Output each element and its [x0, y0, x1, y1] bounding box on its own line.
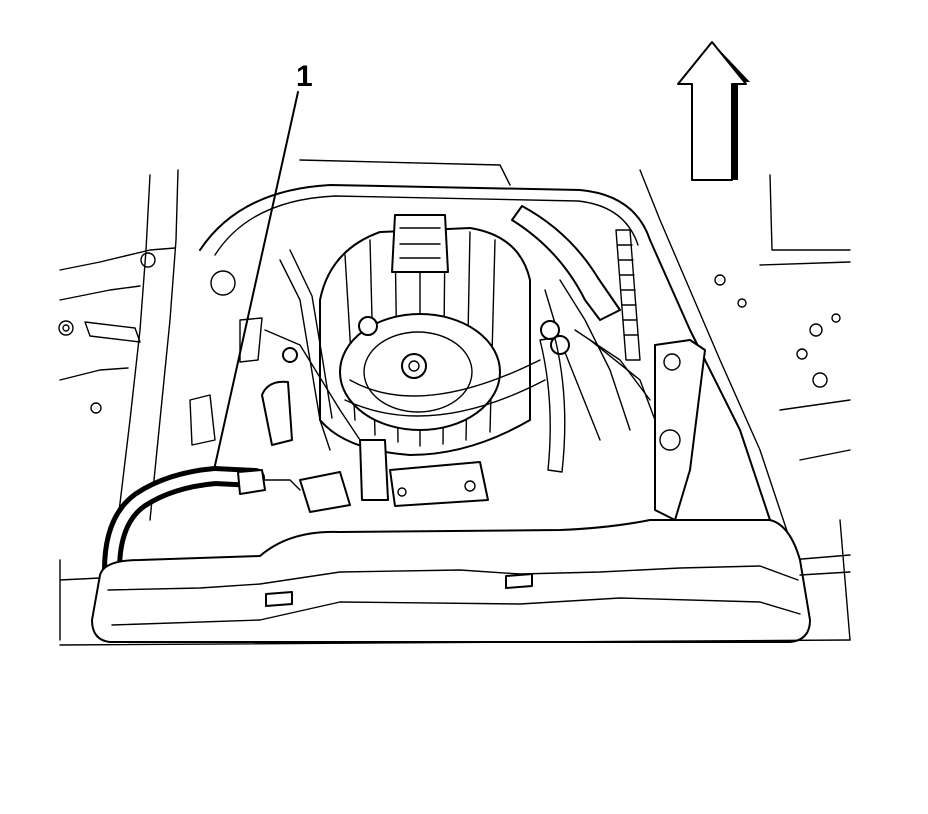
- upper-radiator-hose: [511, 205, 621, 473]
- front-cowl-panel: [59, 519, 851, 646]
- radiator-fins: [615, 229, 706, 521]
- callout-leader-line: [213, 91, 299, 471]
- coolant-hose-item-1: [102, 465, 301, 580]
- left-hose: [189, 270, 293, 446]
- fuel-rails-and-wiring: [264, 249, 656, 451]
- intake-manifold: [319, 214, 531, 456]
- callout-label: 1: [296, 60, 313, 93]
- callout-1: 1: [213, 60, 313, 471]
- engine-bay-outline: [199, 159, 791, 561]
- throttle-body-module: [299, 439, 489, 513]
- arrow-up-icon: [677, 41, 750, 181]
